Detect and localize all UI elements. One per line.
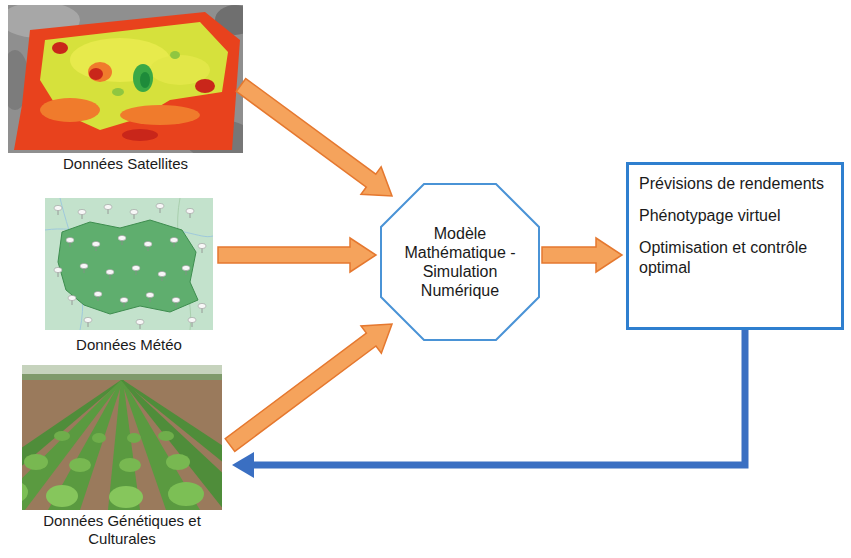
satellite-image — [8, 5, 243, 153]
source-caption: Données Génétiques et Culturales — [22, 512, 222, 548]
flow-arrow — [542, 238, 622, 272]
arrowhead — [232, 452, 254, 478]
output-item: Phénotypage virtuel — [639, 206, 831, 226]
data-source: Données Satellites — [8, 5, 243, 173]
source-caption: Données Satellites — [8, 155, 243, 173]
field-photo — [22, 365, 222, 510]
source-caption: Données Météo — [45, 336, 213, 354]
output-box: Prévisions de rendementsPhénotypage virt… — [626, 162, 844, 330]
flow-arrow — [218, 238, 376, 272]
model-octagon: Modèle Mathématique - Simulation Numériq… — [380, 183, 540, 341]
feedback-arrow — [232, 330, 745, 478]
octagon-outline — [380, 183, 540, 341]
octagon-shape — [381, 184, 539, 340]
data-source: Données Météo — [45, 198, 213, 354]
data-source: Données Génétiques et Culturales — [22, 365, 222, 548]
flow-arrow-shape — [225, 324, 392, 451]
flow-arrow — [225, 324, 392, 451]
flow-arrow-shape — [542, 238, 622, 272]
output-item: Prévisions de rendements — [639, 174, 831, 194]
feedback-line — [252, 330, 745, 465]
output-item: Optimisation et contrôle optimal — [639, 238, 831, 278]
model-label: Modèle Mathématique - Simulation Numériq… — [402, 224, 518, 300]
flow-arrow-shape — [218, 238, 376, 272]
flow-arrow — [236, 79, 392, 196]
flow-arrow-shape — [236, 79, 392, 196]
weather-map — [45, 198, 213, 330]
